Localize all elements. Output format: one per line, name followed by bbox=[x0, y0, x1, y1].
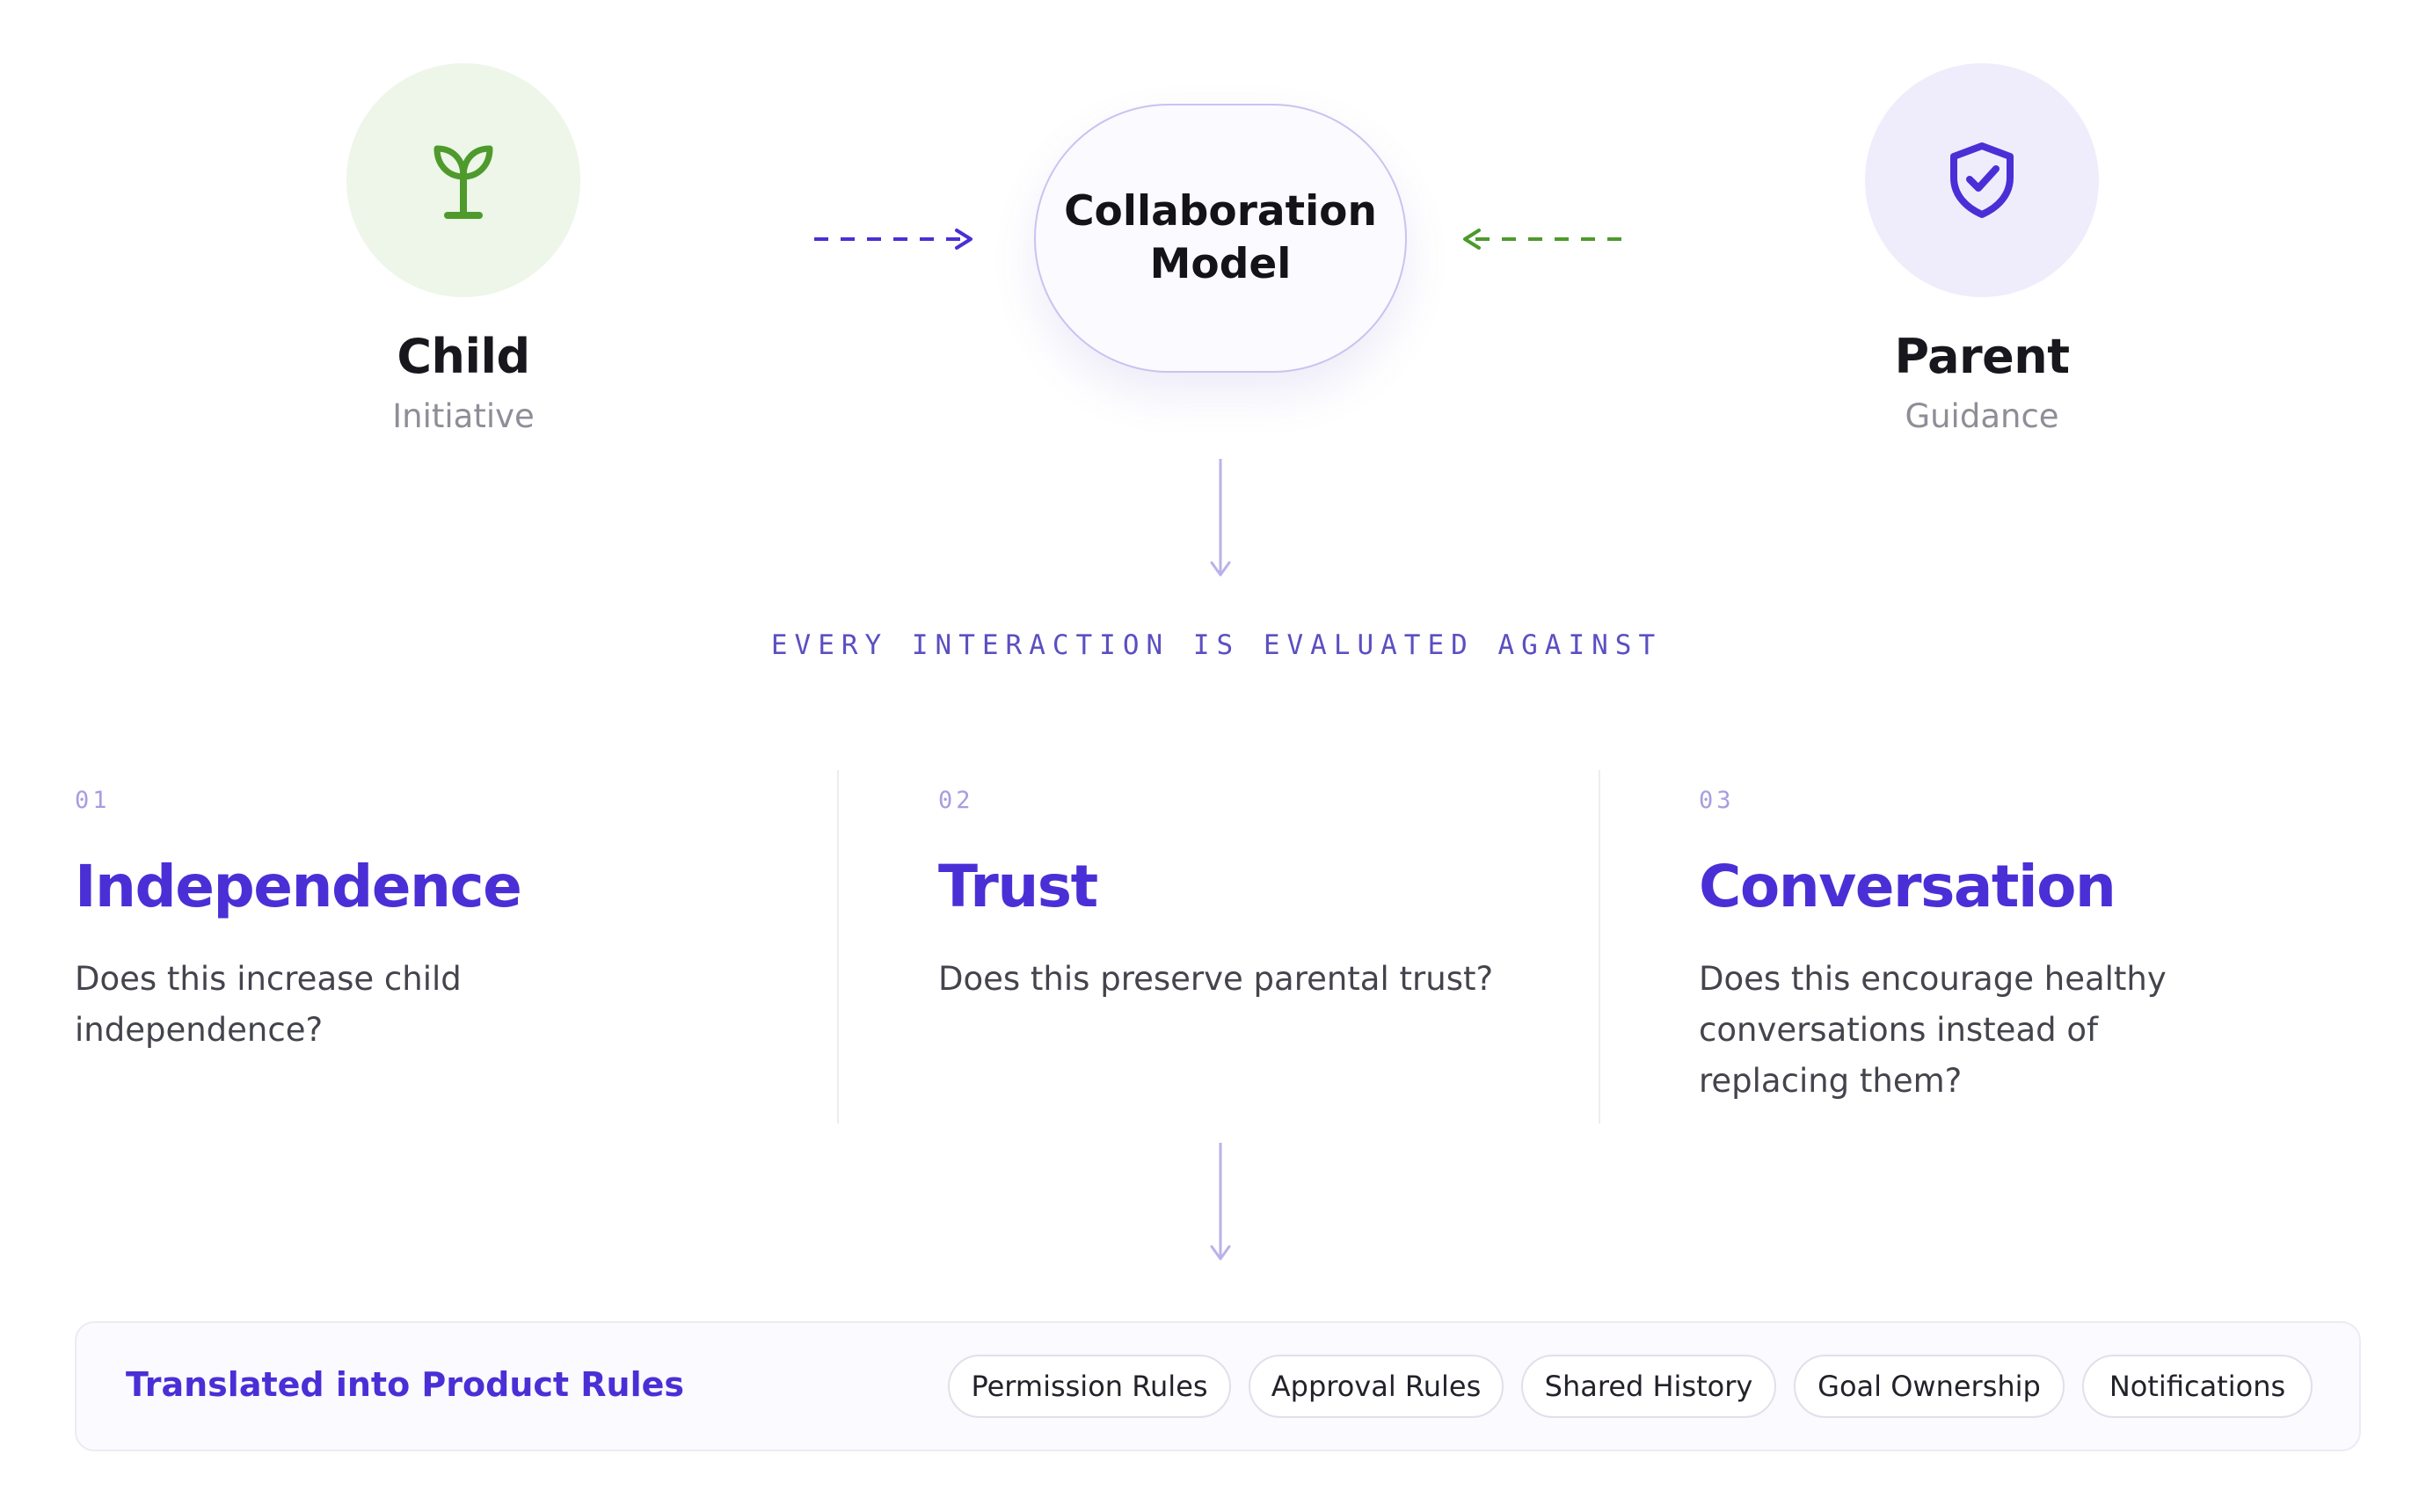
rule-chip-notifications[interactable]: Notifications bbox=[2082, 1355, 2313, 1418]
product-rules-title: Translated into Product Rules bbox=[126, 1365, 685, 1404]
criterion-number: 03 bbox=[1699, 787, 1735, 814]
criterion-number: 01 bbox=[75, 787, 111, 814]
parent-subtitle: Guidance bbox=[1905, 397, 2059, 435]
criterion-number: 02 bbox=[938, 787, 974, 814]
column-divider bbox=[1599, 770, 1600, 1123]
criterion-title: Conversation bbox=[1699, 853, 2116, 920]
child-to-center-arrow bbox=[814, 229, 972, 250]
rule-chip-shared-history[interactable]: Shared History bbox=[1521, 1355, 1776, 1418]
down-arrow-top bbox=[1210, 459, 1231, 577]
collaboration-model-node: Collaboration Model bbox=[1034, 104, 1407, 373]
evaluation-label: EVERY INTERACTION IS EVALUATED AGAINST bbox=[770, 629, 1663, 661]
criterion-question: Does this preserve parental trust? bbox=[938, 960, 1494, 998]
parent-node-circle bbox=[1865, 63, 2099, 297]
child-title: Child bbox=[397, 329, 530, 384]
rule-chip-approval-rules[interactable]: Approval Rules bbox=[1249, 1355, 1504, 1418]
child-subtitle: Initiative bbox=[392, 397, 535, 435]
rule-chip-goal-ownership[interactable]: Goal Ownership bbox=[1794, 1355, 2065, 1418]
column-divider bbox=[837, 770, 839, 1123]
sprout-icon bbox=[433, 145, 493, 219]
criterion-title: Trust bbox=[938, 853, 1098, 920]
collaboration-model-title: Collaboration Model bbox=[1064, 187, 1377, 288]
parent-title: Parent bbox=[1894, 329, 2070, 384]
rule-chip-permission-rules[interactable]: Permission Rules bbox=[948, 1355, 1231, 1418]
down-arrow-bottom bbox=[1210, 1143, 1231, 1261]
criterion-question: Does this increase child independence? bbox=[75, 960, 462, 1049]
child-node-circle bbox=[346, 63, 580, 297]
parent-to-center-arrow bbox=[1463, 229, 1621, 250]
criterion-question: Does this encourage healthy conversation… bbox=[1699, 960, 2167, 1100]
criterion-title: Independence bbox=[75, 853, 522, 920]
shield-check-icon bbox=[1950, 142, 2014, 218]
